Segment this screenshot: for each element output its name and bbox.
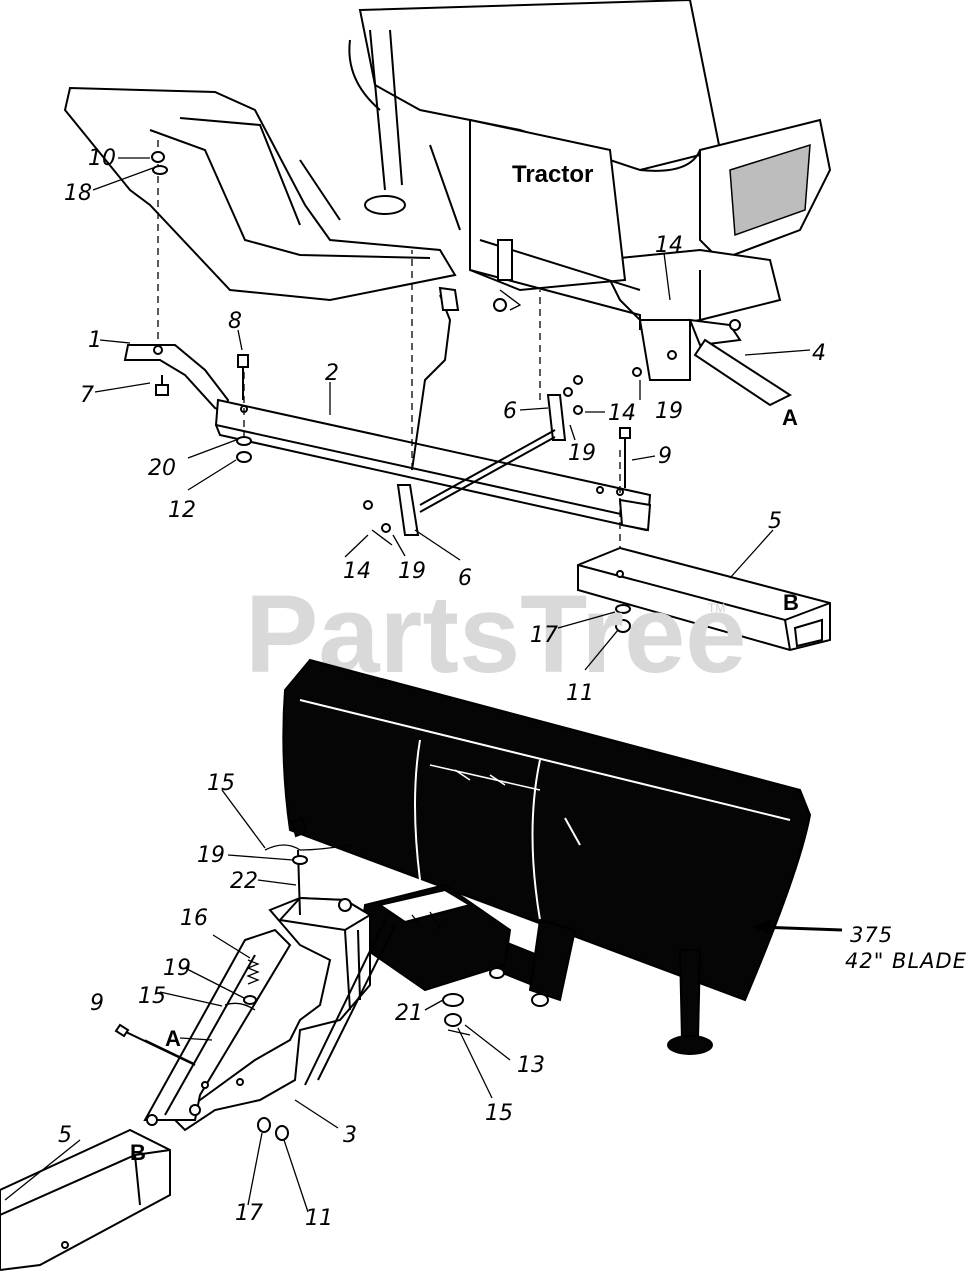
callout-14-top: 14 xyxy=(655,233,683,258)
callout-numbers: 10 18 14 4 1 8 7 2 6 14 19 19 9 20 12 5 … xyxy=(58,146,826,1231)
callout-5-bottom: 5 xyxy=(58,1123,72,1148)
plow-blade xyxy=(282,658,812,1055)
blade-model-label: 375 xyxy=(850,923,893,947)
callout-8: 8 xyxy=(228,309,242,334)
callout-21: 21 xyxy=(395,1001,423,1026)
letter-b-top: B xyxy=(783,590,799,615)
tube-5-bottom xyxy=(0,1128,171,1272)
tractor-label: Tractor xyxy=(512,161,593,188)
callout-20: 20 xyxy=(148,456,176,481)
callout-17-top: 17 xyxy=(530,623,558,648)
callout-15-mid: 15 xyxy=(138,984,166,1009)
callout-7: 7 xyxy=(80,383,94,408)
callout-22: 22 xyxy=(230,869,258,894)
callout-2: 2 xyxy=(325,361,339,386)
callout-13: 13 xyxy=(517,1053,545,1078)
letter-a-top: A xyxy=(782,405,798,430)
callout-10: 10 xyxy=(88,146,116,171)
callout-11-bottom: 11 xyxy=(305,1206,333,1231)
callout-6-right: 6 xyxy=(503,399,517,424)
lift-rods-6 xyxy=(363,250,642,546)
callout-19-pin: 19 xyxy=(197,843,225,868)
callout-12: 12 xyxy=(168,498,196,523)
callout-9-top: 9 xyxy=(658,444,672,469)
callout-19-spring: 19 xyxy=(163,956,191,981)
callout-11-top: 11 xyxy=(566,681,594,706)
tractor-body xyxy=(63,0,832,407)
callout-19-low: 19 xyxy=(398,559,426,584)
letter-b-bottom: B xyxy=(130,1140,146,1165)
watermark-trademark: TM xyxy=(708,601,725,615)
callout-14-mid: 14 xyxy=(608,401,636,426)
callout-16: 16 xyxy=(180,906,208,931)
callout-15-bottom: 15 xyxy=(485,1101,513,1126)
bolts-and-washers xyxy=(151,151,631,633)
callout-3: 3 xyxy=(343,1123,357,1148)
callout-9-bottom: 9 xyxy=(90,991,104,1016)
callout-5-top: 5 xyxy=(768,509,782,534)
receiver-tube-5 xyxy=(577,546,831,652)
callout-19-mid: 19 xyxy=(568,441,596,466)
pivot-bracket xyxy=(358,883,512,992)
callout-1: 1 xyxy=(88,328,102,353)
callout-17-bottom: 17 xyxy=(235,1201,263,1226)
callout-4: 4 xyxy=(812,341,826,366)
callout-15-top: 15 xyxy=(207,771,235,796)
callout-6-low: 6 xyxy=(458,566,472,591)
callout-19-right: 19 xyxy=(655,399,683,424)
letter-a-bottom: A xyxy=(165,1026,181,1051)
callout-14-low: 14 xyxy=(343,559,371,584)
labels: Tractor 375 42" BLADE A B A B xyxy=(130,161,967,1165)
callout-18: 18 xyxy=(64,181,92,206)
leader-lines xyxy=(4,157,843,1213)
blade-size-label: 42" BLADE xyxy=(845,949,967,973)
a-frame-3 xyxy=(114,816,471,1141)
